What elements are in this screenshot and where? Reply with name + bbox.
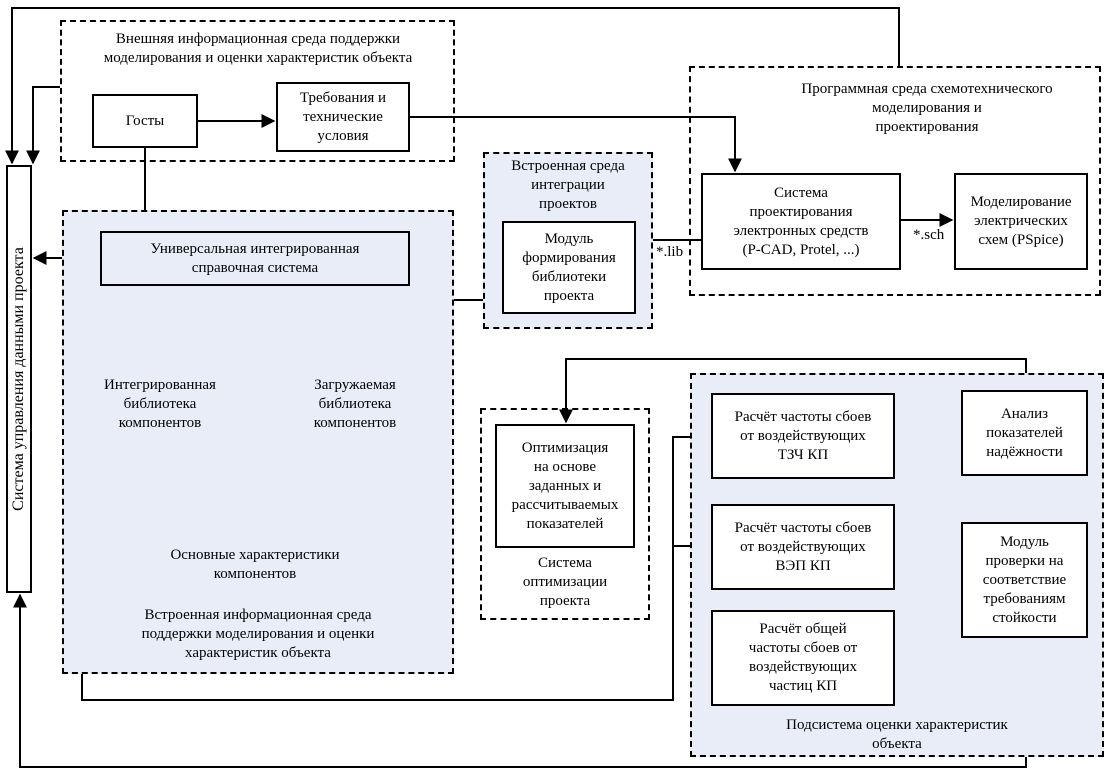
optimization-box[interactable]: Оптимизация на основе заданных и рассчит… <box>495 424 635 548</box>
assessment-subsystem-title: Подсистема оценки характеристик объекта <box>786 717 1008 752</box>
reliability-analysis-box[interactable]: Анализ показателей надёжности <box>961 390 1088 476</box>
external-env-region <box>60 20 455 162</box>
optimization-region <box>480 408 650 620</box>
embedded-env-region <box>62 210 454 674</box>
loadable-library-cylinder[interactable]: Загружаемая библиотека компонентов <box>313 377 397 431</box>
calc-total-box[interactable]: Расчёт общей частоты сбоев от воздейству… <box>711 610 895 706</box>
gosty-box[interactable]: Госты <box>92 94 198 148</box>
stability-check-module-box[interactable]: Модуль проверки на соответствие требован… <box>961 522 1088 638</box>
integrated-library-cylinder[interactable]: Интегрированная библиотека компонентов <box>104 377 216 431</box>
wire-external-env-to-sidebar <box>26 86 60 165</box>
program-env-region <box>689 66 1101 296</box>
reference-system-box[interactable]: Универсальная интегрированная справочная… <box>100 231 410 286</box>
sch-file-label: *.sch <box>913 227 945 243</box>
wire-requirements-to-design <box>410 116 742 173</box>
lib-file-label: *.lib <box>656 244 684 260</box>
integration-env-title: Встроенная среда интеграции проектов <box>511 158 625 212</box>
project-data-management-label: Система управления данными проекта <box>10 247 27 511</box>
wire-top-loop-to-sidebar <box>5 7 900 165</box>
external-env-title: Внешняя информационная среда поддержки м… <box>103 31 413 66</box>
library-module-box[interactable]: Модуль формирования библиотеки проекта <box>502 221 636 314</box>
program-env-title: Программная среда схемотехнического моде… <box>801 81 1053 135</box>
design-system-box[interactable]: Система проектирования электронных средс… <box>701 173 901 270</box>
project-data-management-system[interactable]: Система управления данными проекта <box>6 165 32 593</box>
requirements-box[interactable]: Требования и технические условия <box>276 82 410 152</box>
calc-tzch-box[interactable]: Расчёт частоты сбоев от воздействующих Т… <box>711 393 895 479</box>
main-characteristics-cylinder[interactable]: Основные характеристики компонентов <box>170 547 340 582</box>
optimization-system-title: Система оптимизации проекта <box>522 555 608 609</box>
calc-vep-box[interactable]: Расчёт частоты сбоев от воздействующих В… <box>711 504 895 590</box>
embedded-env-title: Встроенная информационная среда поддержк… <box>141 607 375 661</box>
modeling-box[interactable]: Моделирование электрических схем (PSpice… <box>954 173 1088 270</box>
